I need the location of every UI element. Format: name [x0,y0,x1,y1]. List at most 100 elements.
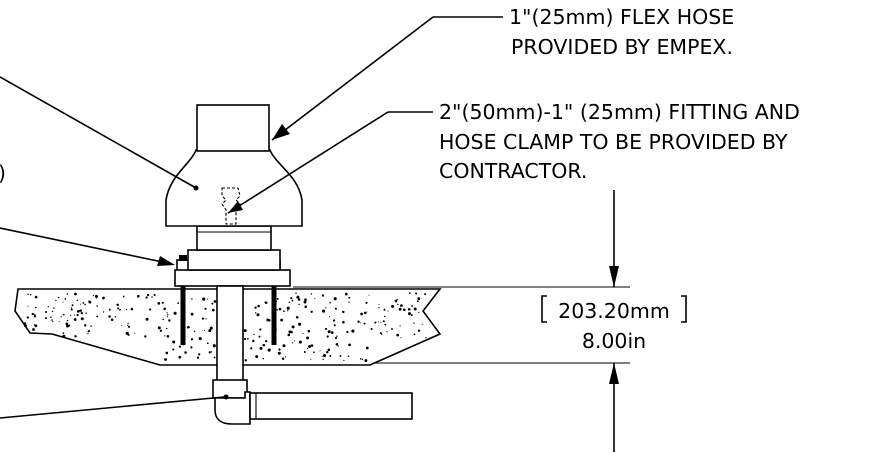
aggregate-speck [342,310,345,314]
aggregate-speck [365,346,369,350]
aggregate-speck [84,324,87,327]
aggregate-speck [168,319,171,322]
aggregate-speck [425,337,427,339]
aggregate-speck [172,340,176,344]
aggregate-speck [71,304,74,307]
aggregate-speck [177,302,180,304]
aggregate-speck [247,337,249,340]
aggregate-speck [122,295,125,298]
aggregate-speck [337,345,339,347]
aggregate-speck [52,320,54,323]
aggregate-speck [50,316,52,318]
aggregate-speck [87,333,89,335]
aggregate-speck [51,319,53,321]
aggregate-speck [206,342,209,345]
aggregate-speck [27,305,29,307]
aggregate-speck [333,297,337,301]
aggregate-speck [57,296,60,299]
aggregate-speck [108,315,111,318]
aggregate-speck [295,315,299,319]
aggregate-speck [326,350,329,354]
aggregate-speck [108,308,111,311]
aggregate-speck [342,320,345,324]
aggregate-speck [321,355,323,357]
aggregate-speck [418,311,420,314]
aggregate-speck [378,303,380,305]
aggregate-speck [291,299,294,302]
aggregate-speck [333,319,336,322]
aggregate-speck [286,306,290,310]
aggregate-speck [153,293,156,297]
aggregate-speck [333,324,336,327]
aggregate-speck [421,323,423,325]
aggregate-speck [144,335,147,338]
aggregate-speck [161,301,164,304]
aggregate-speck [408,312,411,316]
aggregate-speck [159,329,163,332]
aggregate-speck [303,351,306,353]
aggregate-speck [47,305,49,308]
aggregate-speck [259,346,263,350]
aggregate-speck [308,344,312,349]
fitting-note-line-1: 2"(50mm)-1" (25mm) FITTING AND [439,100,800,124]
aggregate-speck [343,359,345,362]
aggregate-speck [117,307,120,310]
aggregate-speck [297,298,301,301]
aggregate-speck [351,329,355,333]
aggregate-speck [34,324,38,328]
aggregate-speck [201,317,205,320]
dimension-metric: 203.20mm [558,299,670,323]
aggregate-speck [424,293,427,296]
aggregate-speck [190,312,194,316]
aggregate-speck [276,297,279,300]
aggregate-speck [94,294,98,298]
aggregate-speck [416,300,419,303]
aggregate-speck [58,320,60,323]
aggregate-speck [384,315,386,318]
aggregate-speck [202,297,206,301]
aggregate-speck [178,355,182,359]
aggregate-speck [127,325,131,328]
fitting-note-line-2: HOSE CLAMP TO BE PROVIDED BY [439,130,788,154]
aggregate-speck [394,299,398,303]
aggregate-speck [87,331,90,333]
aggregate-speck [379,332,382,335]
aggregate-speck [363,322,366,325]
aggregate-speck [258,335,261,338]
aggregate-speck [213,300,217,303]
aggregate-speck [256,313,260,317]
aggregate-speck [184,351,187,354]
aggregate-speck [62,313,65,316]
elbow-and-horizontal-pipe [212,379,413,425]
aggregate-speck [205,318,207,320]
aggregate-speck [79,309,82,312]
aggregate-speck [69,314,72,316]
aggregate-speck [281,357,285,361]
fitting-leader [227,111,433,214]
aggregate-speck [252,339,255,343]
aggregate-speck [190,338,194,341]
aggregate-speck [314,298,316,300]
aggregate-speck [322,309,326,313]
aggregate-speck [31,312,34,316]
aggregate-speck [134,332,136,334]
dimension-imperial: 8.00in [582,329,646,353]
aggregate-speck [210,351,213,353]
aggregate-speck [209,326,213,330]
aggregate-speck [380,321,382,323]
aggregate-speck [339,354,342,357]
aggregate-speck [304,298,307,302]
aggregate-speck [302,332,304,335]
aggregate-speck [26,316,29,319]
aggregate-speck [291,325,295,329]
aggregate-speck [203,329,206,331]
flex-hose-note-line-2: PROVIDED BY EMPEX. [511,35,733,59]
aggregate-speck [287,309,289,312]
aggregate-speck [387,310,389,312]
aggregate-speck [360,322,362,324]
aggregate-speck [277,351,281,355]
aggregate-speck [146,293,150,297]
aggregate-speck [73,314,75,316]
aggregate-speck [411,304,414,307]
